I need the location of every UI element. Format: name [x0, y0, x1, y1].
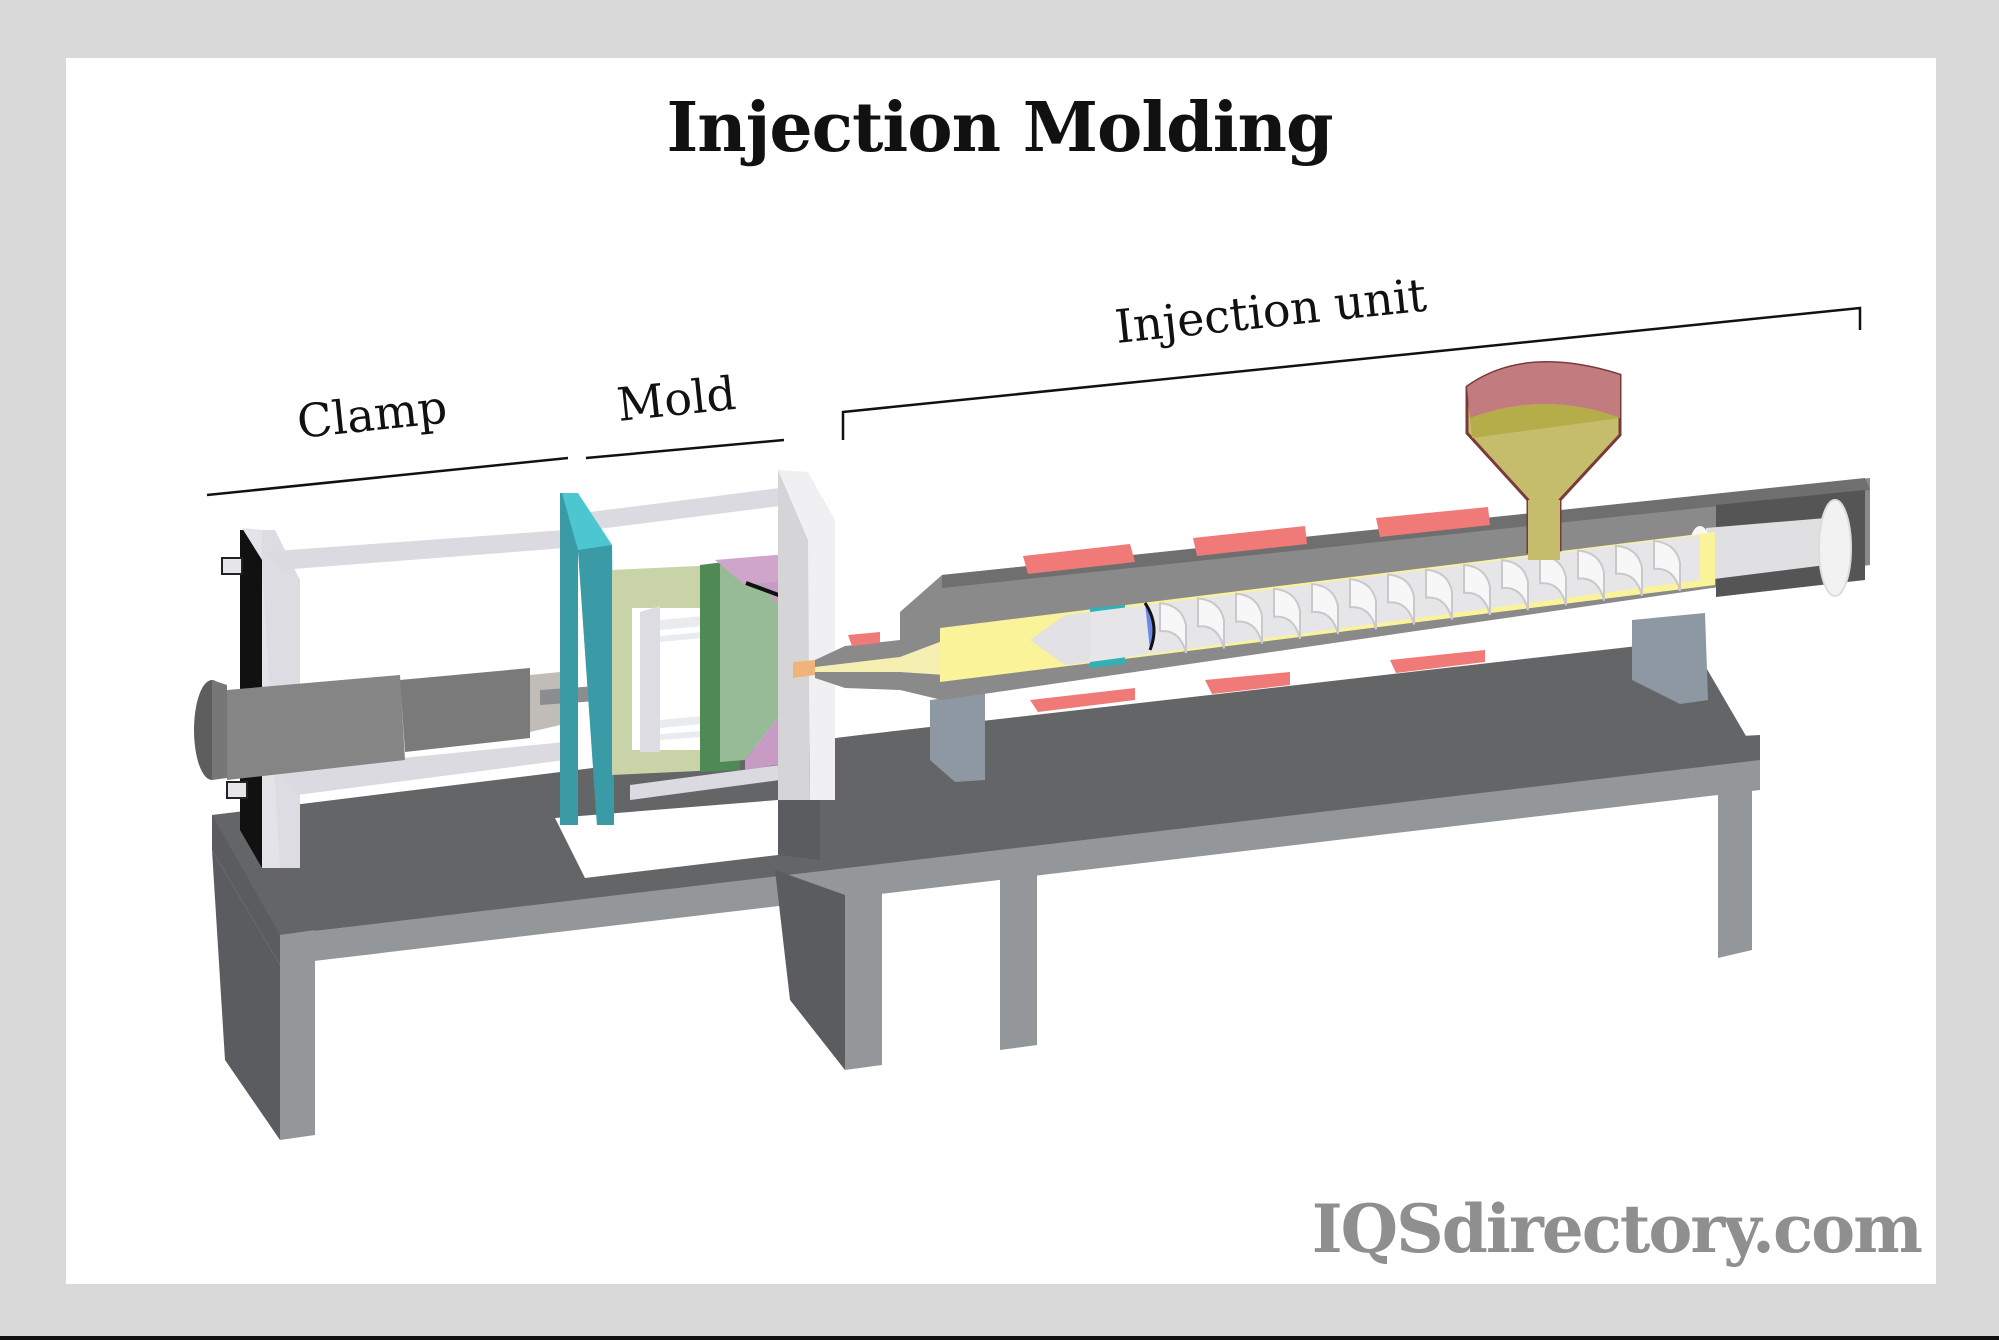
heater-band-top-3: [1376, 507, 1490, 537]
screw-flight: [1197, 597, 1225, 649]
table-left-side: [212, 815, 280, 965]
screw-seal-ring: [1143, 602, 1156, 651]
watermark-logo: IQSdirectory.com: [1311, 1190, 1923, 1268]
table-front-edge: [280, 760, 1760, 965]
heater-band-bottom-1: [1030, 688, 1135, 712]
tie-bar-bottom-far: [630, 765, 780, 800]
cylinder-rod-housing: [400, 668, 530, 752]
screw-flight: [1159, 602, 1187, 654]
screw-flight: [1273, 587, 1301, 640]
piston-head: [1818, 499, 1852, 597]
injection-unit-bracket-line: [841, 306, 1862, 440]
stationary-platen-side: [778, 470, 810, 800]
cylinder-body: [227, 675, 405, 780]
hopper-pellets: [1470, 404, 1620, 438]
screw-flight: [1653, 539, 1681, 592]
tie-bar-top: [262, 530, 565, 570]
screw-flight: [1425, 568, 1453, 620]
screw-flight: [1501, 558, 1529, 611]
clamp-unit: [194, 488, 780, 868]
heater-band-bottom-3: [1390, 650, 1485, 673]
clamp-bracket-line: [206, 456, 569, 497]
injection-unit: [815, 361, 1870, 782]
screw-flight: [1577, 549, 1605, 601]
barrel-support-front: [930, 693, 985, 782]
bolt-top: [221, 557, 243, 575]
bolt-bottom: [226, 781, 248, 799]
cylinder-flange: [212, 680, 227, 780]
screw-tip: [1030, 612, 1090, 665]
screw-flight: [1387, 573, 1415, 625]
table-leg-mid-a-side: [775, 870, 845, 1070]
mold-bracket-line: [585, 438, 785, 460]
tie-bar-top-far: [590, 488, 780, 530]
table-leg-mid-a: [845, 890, 882, 1070]
piston-rod: [1706, 518, 1826, 580]
sprue: [793, 660, 815, 678]
machine-table: [212, 640, 1760, 1140]
screw-flight: [1615, 544, 1643, 596]
table-leg-right: [1718, 770, 1752, 958]
table-leg-side-left: [212, 850, 280, 1140]
hopper-rim: [1467, 362, 1620, 418]
heater-band-nozzle-top: [848, 632, 880, 646]
moving-platen-face: [578, 545, 614, 825]
tie-bar-bottom: [280, 742, 565, 795]
table-leg-front-left: [280, 930, 315, 1140]
ejector-plate: [640, 606, 660, 752]
screw-flight: [1235, 592, 1263, 644]
heater-band-bottom-2: [1205, 672, 1290, 694]
table-leg-mid-b: [1000, 870, 1037, 1050]
hopper-throat: [1528, 500, 1560, 560]
nozzle-melt-channel: [815, 640, 945, 675]
diagram-title: Injection Molding: [666, 88, 1333, 168]
mold-support-block: [778, 790, 820, 860]
hopper: [1465, 361, 1622, 560]
stationary-platen: [778, 470, 835, 800]
barrel-support-rear: [1632, 613, 1708, 704]
screw-flight: [1463, 563, 1491, 616]
moving-platen-side: [560, 493, 578, 825]
mold-core-green: [720, 560, 792, 762]
screw-flight: [1311, 582, 1339, 635]
heater-band-top-2: [1193, 526, 1307, 556]
screw-flight: [1349, 578, 1377, 630]
heater-band-top-1: [1023, 544, 1135, 574]
mold: [560, 470, 835, 825]
